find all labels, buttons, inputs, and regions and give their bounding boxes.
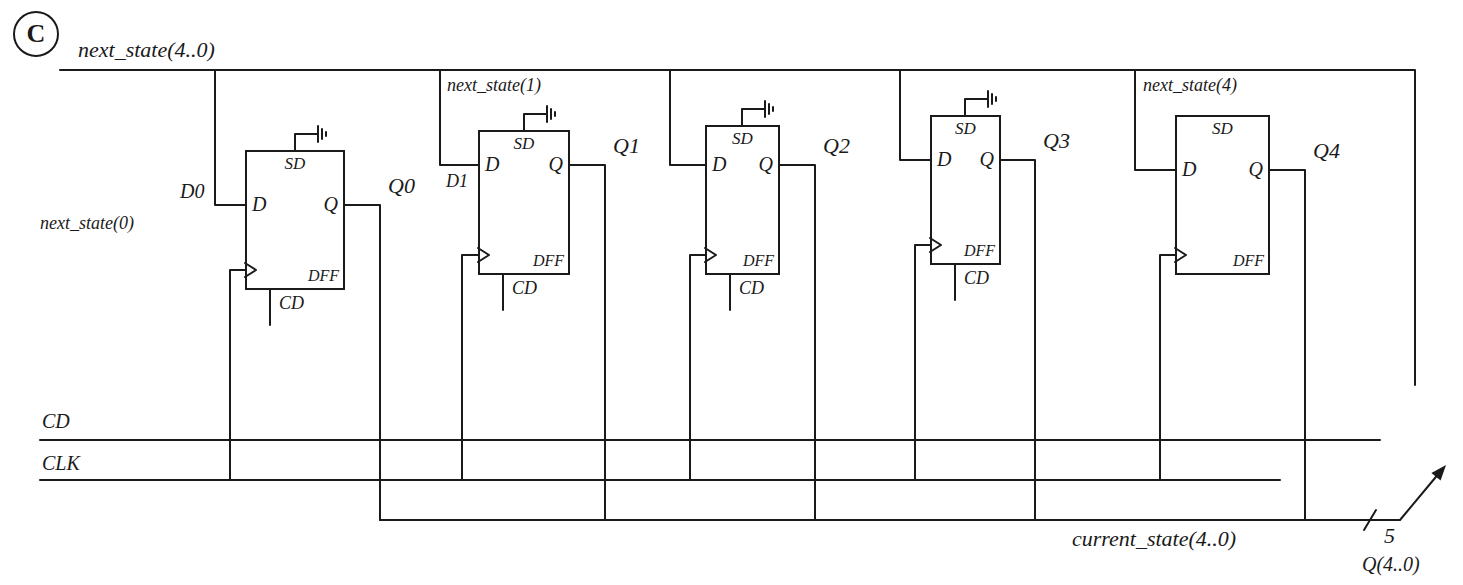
bus-name: Q(4..0): [1362, 553, 1420, 575]
clock-symbols: [245, 238, 1186, 277]
bus-width-tick: [1364, 510, 1376, 530]
clk-line: [40, 479, 1280, 481]
part-label: DFF: [533, 252, 564, 270]
d-pin-label: D: [252, 193, 266, 215]
ground-symbol: [742, 101, 773, 125]
d-pin-label: D: [1182, 158, 1196, 180]
clear-pin-label: CD: [739, 279, 764, 299]
section-letter: C: [27, 20, 46, 49]
ground-symbol: [965, 91, 996, 115]
output-name: Q2: [823, 134, 850, 158]
dff-box: SDDQDFFCD: [930, 115, 1001, 265]
part-label: DFF: [964, 242, 995, 260]
output-name: Q1: [613, 134, 640, 158]
clock-wires: [230, 245, 1175, 480]
part-label: DFF: [308, 267, 339, 285]
cd-line: [40, 439, 1380, 441]
next-state-bus: [60, 70, 1415, 385]
output-name: Q3: [1043, 129, 1070, 153]
dff-box: SDDQDFFCD: [705, 125, 780, 275]
bus-name: next_state(4..0): [78, 38, 215, 62]
arrow-head: [1431, 465, 1446, 481]
signal-name: D1: [446, 172, 468, 192]
d-pin-label: D: [712, 153, 726, 175]
clear-pin-label: CD: [512, 279, 537, 299]
clear-pin-label: CD: [279, 294, 304, 314]
label-circle: [14, 12, 58, 56]
d-input-wires: [215, 70, 1175, 205]
q-pin-label: Q: [324, 193, 338, 215]
set-pin-label: SD: [285, 155, 306, 174]
signal-name: next_state(4): [1143, 76, 1237, 96]
output-name: Q0: [388, 174, 415, 198]
dff-box: SDDQDFFCD: [245, 150, 345, 290]
signal-name: next_state(1): [447, 76, 541, 96]
bus-name: current_state(4..0): [1072, 527, 1236, 551]
signal-name: CLK: [42, 452, 80, 474]
output-name: Q4: [1313, 139, 1340, 163]
cd-stubs: [270, 265, 955, 325]
clear-pin-label: CD: [964, 269, 989, 289]
ground-symbol: [524, 106, 555, 130]
dff-box: SD D Q DFF: [1175, 115, 1270, 275]
q-pin-label: Q: [759, 153, 773, 175]
set-pin-label: SD: [732, 130, 753, 149]
ground-symbol: [295, 126, 326, 150]
signal-name: next_state(0): [40, 214, 134, 234]
q-pin-label: Q: [1249, 158, 1263, 180]
q-pin-label: Q: [980, 148, 994, 170]
d-pin-label: D: [485, 153, 499, 175]
part-label: DFF: [1233, 252, 1264, 270]
set-pin-label: SD: [514, 135, 535, 154]
q-pin-label: Q: [549, 153, 563, 175]
dff-box: SDDQDFFCD: [478, 130, 570, 275]
bus-width: 5: [1384, 524, 1395, 548]
set-pin-label: SD: [1212, 120, 1233, 139]
set-pin-label: SD: [955, 120, 976, 139]
d-pin-label: D: [937, 148, 951, 170]
signal-name: CD: [42, 410, 70, 432]
signal-name: D0: [180, 180, 204, 202]
part-label: DFF: [743, 252, 774, 270]
